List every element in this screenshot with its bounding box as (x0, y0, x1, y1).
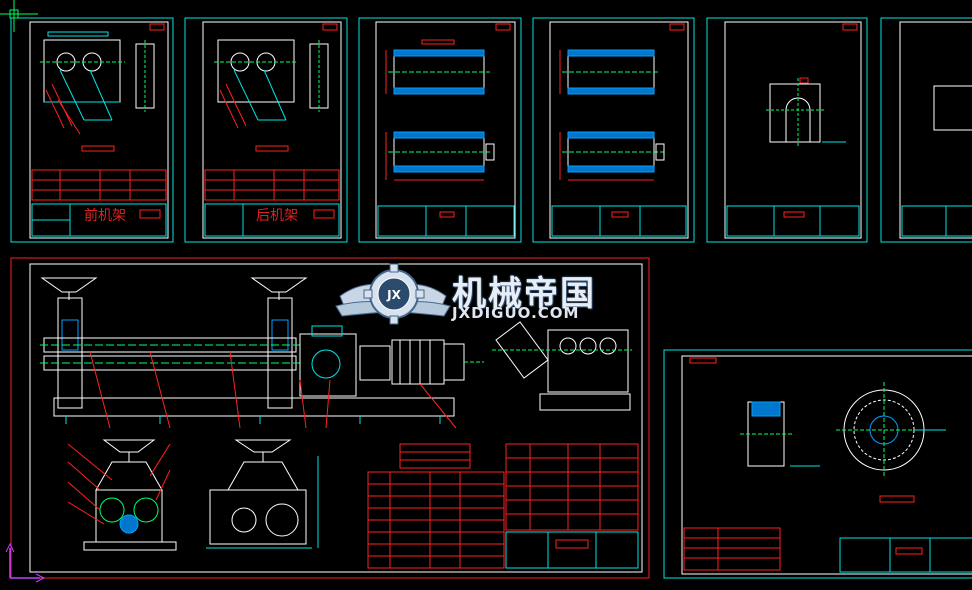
sheet-roller-2[interactable] (532, 17, 695, 243)
sheet-assembly[interactable] (10, 257, 650, 579)
logo-subtitle: JXDIGUO.COM (452, 304, 580, 322)
sheet-front-frame[interactable] (10, 17, 174, 243)
front-frame-label: 前机架 (84, 207, 126, 224)
logo-title: 机械帝国 (452, 274, 596, 314)
logo-badge-letters: JX (386, 288, 401, 302)
gear-wing-logo-icon (335, 263, 451, 325)
sheet-gear-detail[interactable] (663, 349, 972, 579)
rear-frame-label: 后机架 (256, 208, 298, 224)
sheet-partial-right[interactable] (880, 17, 972, 243)
crosshair-cursor-icon (0, 0, 38, 32)
sheet-roller-1[interactable] (358, 17, 522, 243)
sheet-bearing-seat[interactable] (706, 17, 868, 243)
ucs-axis-icon (5, 542, 46, 583)
sheet-rear-frame[interactable] (184, 17, 348, 243)
